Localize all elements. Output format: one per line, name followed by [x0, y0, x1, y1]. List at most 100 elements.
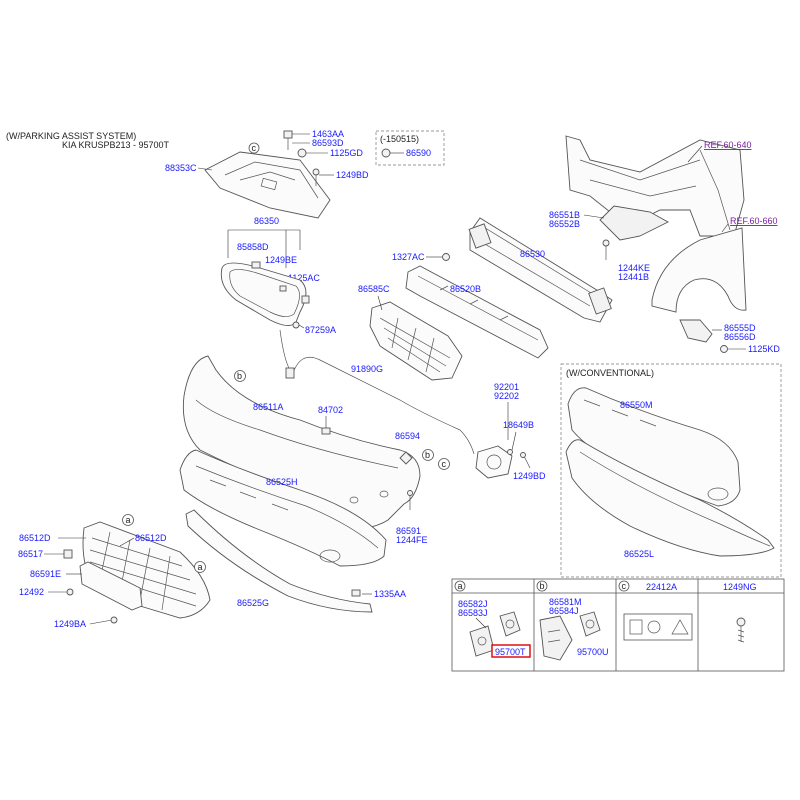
ref-60-660[interactable]: REF.60-660 [730, 216, 778, 226]
callout-c-letter-mid: c [442, 459, 447, 469]
callout-c-circle-mid [438, 458, 450, 470]
label-95700T[interactable]: 95700T [495, 647, 526, 657]
label-12441B[interactable]: 12441B [618, 272, 649, 282]
label-1125AC[interactable]: 1125AC [288, 273, 320, 283]
ref-60-640[interactable]: REF.60-640 [704, 140, 752, 150]
clip-86590 [381, 148, 404, 158]
label-86556D[interactable]: 86556D [724, 332, 756, 342]
label-86512D-left[interactable]: 86512D [19, 533, 51, 543]
legend-b-letter: b [540, 581, 545, 591]
part-86530-beam [468, 217, 613, 323]
label-1244FE[interactable]: 1244FE [396, 535, 428, 545]
label-1327AC[interactable]: 1327AC [392, 252, 425, 262]
label-88353C[interactable]: 88353C [165, 163, 197, 173]
label-85858D[interactable]: 85858D [237, 242, 269, 252]
label-86530[interactable]: 86530 [520, 249, 545, 259]
label-86552B[interactable]: 86552B [549, 219, 580, 229]
label-92201[interactable]: 92201 [494, 382, 519, 392]
label-92202[interactable]: 92202 [494, 391, 519, 401]
legend-a-letter: a [458, 581, 463, 591]
bulb-18649b [507, 449, 513, 455]
bolt-1249bd-top [312, 168, 334, 186]
label-1249BA[interactable]: 1249BA [54, 619, 86, 629]
label-1244KE[interactable]: 1244KE [618, 263, 650, 273]
part-86350-grille-frame [220, 262, 307, 326]
label-86551B[interactable]: 86551B [549, 210, 580, 220]
callout-b-circle-top [234, 370, 246, 382]
label-86581M[interactable]: 86581M [549, 597, 582, 607]
label-1463AA[interactable]: 1463AA [312, 129, 344, 139]
callout-b-circle-mid [422, 449, 434, 461]
clip-86594 [399, 451, 413, 465]
callout-a-circle-left [122, 514, 134, 526]
label-1125GD[interactable]: 1125GD [330, 148, 363, 158]
screw-1244ke [602, 239, 610, 260]
label-86512D-right[interactable]: 86512D [135, 533, 167, 543]
label-18649B[interactable]: 18649B [503, 420, 534, 430]
part-86525h-lower-bumper [179, 449, 387, 567]
part-92201-fog-lamp [475, 445, 513, 479]
label-84702[interactable]: 84702 [318, 405, 343, 415]
part-86591e-plate [79, 561, 143, 611]
legend-a-circle [454, 580, 466, 592]
label-86350[interactable]: 86350 [254, 216, 279, 226]
label-86594[interactable]: 86594 [395, 431, 420, 441]
label-86582J[interactable]: 86582J [458, 599, 488, 609]
part-86525g-skid-plate [185, 509, 373, 613]
label-86550M[interactable]: 86550M [620, 400, 653, 410]
label-1249BD-top[interactable]: 1249BD [336, 170, 369, 180]
label-1249BD-mid[interactable]: 1249BD [513, 471, 546, 481]
label-86584J[interactable]: 86584J [549, 606, 579, 616]
label-12492[interactable]: 12492 [19, 587, 44, 597]
part-86525l-lower-cover [565, 439, 775, 557]
part-86581m-sensor-bracket [539, 611, 601, 661]
clip-87259a [292, 321, 305, 329]
diagram-subtitle: KIA KRUSPB213 - 95700T [62, 140, 170, 150]
label-86525L[interactable]: 86525L [624, 549, 654, 559]
screw-1249bd-mid [520, 452, 531, 469]
label-1249NG[interactable]: 1249NG [723, 582, 757, 592]
label-1335AA[interactable]: 1335AA [374, 589, 406, 599]
screw-1463aa [283, 130, 293, 150]
label-86585C[interactable]: 86585C [358, 284, 390, 294]
label-22412A[interactable]: 22412A [646, 582, 677, 592]
clip-1249be [279, 285, 287, 292]
clip-85858d [251, 261, 261, 269]
label-86583J[interactable]: 86583J [458, 608, 488, 618]
callout-a-letter-mid: a [198, 562, 203, 572]
part-88353c-cover [204, 151, 331, 219]
wiring-connector [285, 367, 295, 379]
label-95700U[interactable]: 95700U [577, 647, 609, 657]
clip-1335aa [351, 589, 361, 597]
label-86525G[interactable]: 86525G [237, 598, 269, 608]
screw-1249ng [736, 617, 746, 643]
label-86520B[interactable]: 86520B [450, 284, 481, 294]
label-1249BE[interactable]: 1249BE [265, 255, 297, 265]
screw-12492 [48, 588, 74, 596]
callout-b-letter-top: b [237, 371, 242, 381]
label-86511A[interactable]: 86511A [253, 402, 283, 412]
bolt-1125kd [720, 345, 746, 353]
label-86591[interactable]: 86591 [396, 526, 421, 536]
highlight-95700T [491, 644, 531, 658]
screw-1249ba [89, 616, 118, 625]
label-86591E[interactable]: 86591E [30, 569, 61, 579]
part-86551b-bracket [599, 205, 669, 241]
label-87259A[interactable]: 87259A [305, 325, 336, 335]
callout-b-letter-mid: b [425, 450, 430, 460]
warning-label-22412a [623, 613, 693, 641]
callout-c-letter: c [252, 143, 257, 153]
label-91890G[interactable]: 91890G [351, 364, 383, 374]
label-86590[interactable]: 86590 [406, 148, 431, 158]
diagram-title: (W/PARKING ASSIST SYSTEM) [6, 131, 136, 141]
label-86555D[interactable]: 86555D [724, 323, 756, 333]
callout-c-circle [248, 142, 260, 154]
label-86593D[interactable]: 86593D [312, 138, 344, 148]
label-86517[interactable]: 86517 [18, 549, 43, 559]
variant-box-conventional [560, 363, 782, 578]
label-1125KD[interactable]: 1125KD [748, 344, 780, 354]
part-86520b-absorber [405, 265, 549, 359]
clip-1125ac [301, 295, 310, 304]
label-86525H[interactable]: 86525H [266, 477, 298, 487]
